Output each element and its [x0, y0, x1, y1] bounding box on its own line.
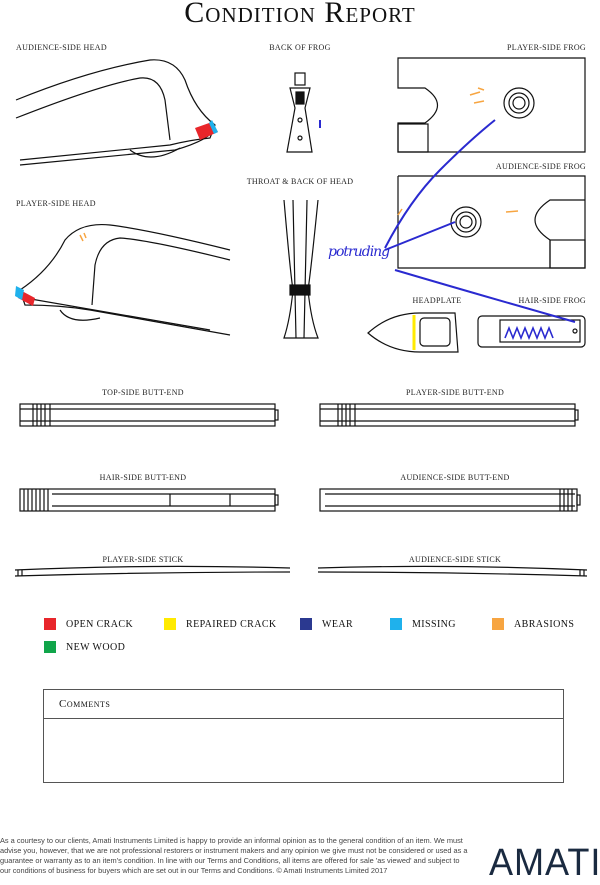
comments-heading: Comments: [44, 690, 563, 719]
label-player-side-butt-end: Player-side butt-end: [405, 388, 505, 397]
label-audience-side-head: Audience-side head: [16, 43, 107, 52]
audience-side-butt-end-drawing: [319, 488, 581, 512]
player-side-frog-drawing: [397, 57, 586, 153]
page-title: Condition Report: [184, 0, 416, 29]
throat-back-of-head-drawing: [283, 199, 319, 339]
swatch-icon: [164, 618, 176, 630]
audience-side-head-drawing: [15, 59, 218, 166]
legend-label: Open crack: [66, 618, 134, 630]
label-hair-side-butt-end: Hair-side butt-end: [99, 473, 187, 482]
disclaimer-text: As a courtesy to our clients, Amati Inst…: [0, 836, 468, 875]
handwritten-annotation-lines: [384, 119, 576, 323]
handwritten-annotation: potruding: [328, 244, 390, 260]
swatch-icon: [300, 618, 312, 630]
legend-label: Wear: [322, 618, 354, 630]
hair-side-frog-drawing: [477, 315, 586, 348]
swatch-icon: [492, 618, 504, 630]
swatch-icon: [44, 618, 56, 630]
legend-item-abrasions: Abrasions: [492, 618, 574, 630]
amati-logo: AMATI: [488, 842, 600, 884]
label-hair-side-frog: Hair-side frog: [518, 296, 586, 305]
audience-side-stick-drawing: [317, 565, 588, 577]
label-headplate: Headplate: [412, 296, 462, 305]
label-throat-back-of-head: Throat & back of head: [246, 177, 354, 186]
comments-box[interactable]: Comments: [43, 689, 564, 783]
label-audience-side-stick: Audience-side stick: [408, 555, 502, 564]
label-player-side-head: Player-side head: [16, 199, 96, 208]
top-side-butt-end-drawing: [19, 403, 279, 427]
label-back-of-frog: Back of frog: [269, 43, 331, 52]
swatch-icon: [44, 641, 56, 653]
audience-side-frog-drawing: [397, 175, 586, 269]
label-audience-side-butt-end: Audience-side butt-end: [400, 473, 510, 482]
legend-label: Abrasions: [514, 618, 575, 630]
player-side-butt-end-drawing: [319, 403, 579, 427]
legend-item-missing: Missing: [390, 618, 456, 630]
legend-item-repaired-crack: Repaired crack: [164, 618, 277, 630]
headplate-drawing: [367, 312, 459, 353]
legend-label: New wood: [66, 641, 126, 653]
legend-item-new-wood: New wood: [44, 641, 125, 653]
comments-body[interactable]: [44, 719, 563, 783]
label-audience-side-frog: Audience-side frog: [495, 162, 586, 171]
legend-item-open-crack: Open crack: [44, 618, 133, 630]
label-top-side-butt-end: Top-side butt-end: [102, 388, 184, 397]
legend-label: Repaired crack: [186, 618, 277, 630]
back-of-frog-drawing: [286, 72, 321, 153]
player-side-stick-drawing: [14, 565, 291, 577]
swatch-icon: [390, 618, 402, 630]
legend-item-wear: Wear: [300, 618, 353, 630]
legend-label: Missing: [412, 618, 456, 630]
label-player-side-stick: Player-side stick: [102, 555, 184, 564]
player-side-head-drawing: [15, 223, 231, 336]
label-player-side-frog: Player-side frog: [507, 43, 586, 52]
hair-side-butt-end-drawing: [19, 488, 279, 512]
